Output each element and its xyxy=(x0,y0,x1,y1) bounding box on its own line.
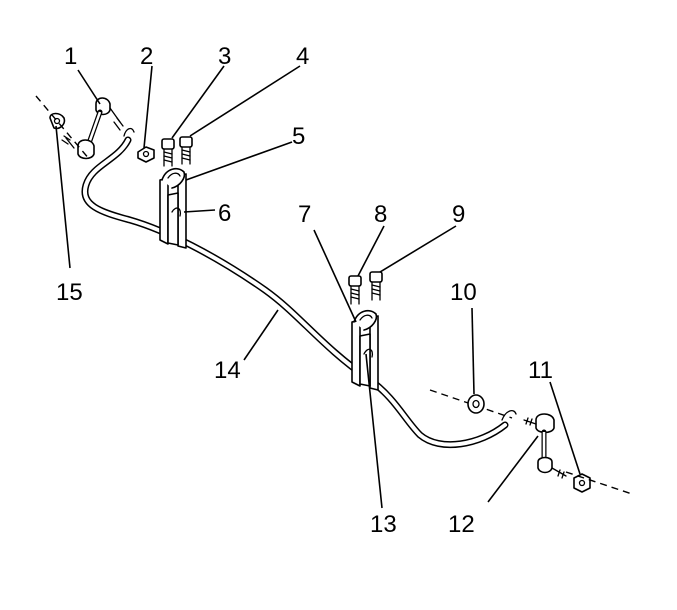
left-centerline xyxy=(35,95,91,161)
right-bracket-bolt-front xyxy=(348,275,362,305)
callout-7: 7 xyxy=(298,201,311,228)
left-bracket-bolt-rear xyxy=(179,136,193,165)
callout-6: 6 xyxy=(218,200,231,227)
leader-lines xyxy=(55,65,581,509)
callout-2: 2 xyxy=(140,43,153,70)
right-bracket-bolt-rear xyxy=(369,271,383,301)
left-bushing xyxy=(161,167,186,189)
stabilizer-bar xyxy=(81,127,517,449)
callout-5: 5 xyxy=(292,123,305,150)
callout-1: 1 xyxy=(64,43,77,70)
right-link-nut xyxy=(573,473,591,493)
left-bracket-bolt-front xyxy=(161,138,175,167)
callout-15: 15 xyxy=(56,279,83,306)
right-bushing xyxy=(353,309,378,331)
callout-11: 11 xyxy=(528,357,553,384)
callout-14: 14 xyxy=(214,357,241,384)
callout-13: 13 xyxy=(370,511,397,538)
callout-10: 10 xyxy=(450,279,477,306)
callout-4: 4 xyxy=(296,43,309,70)
callout-9: 9 xyxy=(452,201,465,228)
callout-8: 8 xyxy=(374,201,387,228)
callout-labels: 1 2 3 4 5 6 7 8 9 10 11 12 13 14 15 xyxy=(56,43,553,538)
callout-3: 3 xyxy=(218,43,231,70)
right-stabilizer-link xyxy=(523,413,567,479)
left-nut xyxy=(137,146,155,163)
callout-12: 12 xyxy=(448,511,475,538)
left-stabilizer-link xyxy=(61,97,124,160)
right-end-washer xyxy=(467,394,485,414)
right-centerline xyxy=(429,389,513,419)
